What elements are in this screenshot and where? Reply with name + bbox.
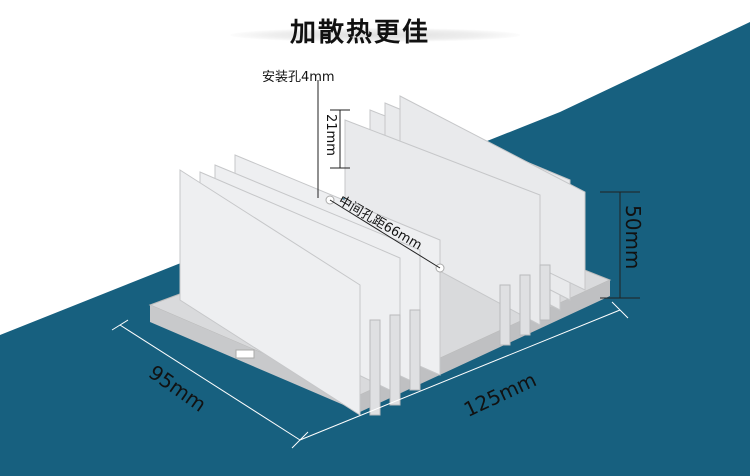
heatsink [148, 95, 612, 416]
dimension-lines [111, 80, 640, 449]
fin-height-label: 21mm [323, 114, 338, 156]
title-underline-decoration [230, 28, 520, 42]
mount-hole-label: 安装孔4mm [262, 70, 335, 85]
page-title: 加散热更佳 [290, 18, 431, 48]
total-height-label: 50mm [621, 205, 645, 270]
